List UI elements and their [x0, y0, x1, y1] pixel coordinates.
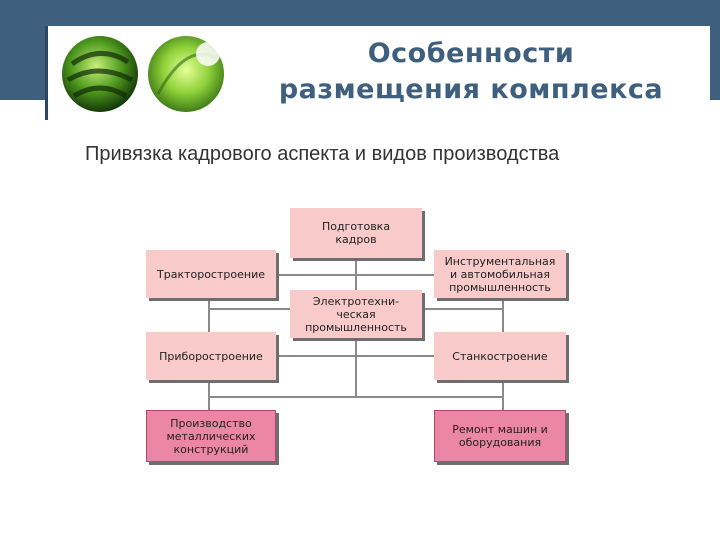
connector-line: [208, 396, 504, 398]
connector-line: [276, 355, 434, 357]
connector-line: [208, 298, 210, 334]
node-repair-label: Ремонт машин и оборудования: [452, 423, 548, 449]
connector-line: [502, 298, 504, 334]
node-instrument-making-label: Приборостроение: [159, 350, 263, 363]
node-instrument-making: Приборостроение: [146, 332, 276, 380]
node-tractor: Тракторостроение: [146, 250, 276, 298]
connector-line: [355, 258, 357, 294]
node-repair: Ремонт машин и оборудования: [434, 410, 566, 462]
connector-line: [502, 380, 504, 410]
node-machine-tool-label: Станкостроение: [452, 350, 547, 363]
node-metal-structures-label: Производство металлических конструкций: [166, 417, 255, 456]
node-training-label: Подготовка кадров: [322, 220, 390, 246]
node-machine-tool: Станкостроение: [434, 332, 566, 380]
connector-line: [276, 274, 434, 276]
node-electrotech-label: Электротехни- ческая промышленность: [305, 295, 407, 334]
node-tractor-label: Тракторостроение: [157, 268, 265, 281]
node-training: Подготовка кадров: [290, 208, 422, 258]
node-electrotech: Электротехни- ческая промышленность: [290, 290, 422, 338]
node-instrument-auto: Инструментальная и автомобильная промышл…: [434, 250, 566, 298]
connector-line: [208, 380, 210, 410]
node-metal-structures: Производство металлических конструкций: [146, 410, 276, 462]
connector-line: [355, 338, 357, 398]
node-instrument-auto-label: Инструментальная и автомобильная промышл…: [445, 255, 556, 294]
